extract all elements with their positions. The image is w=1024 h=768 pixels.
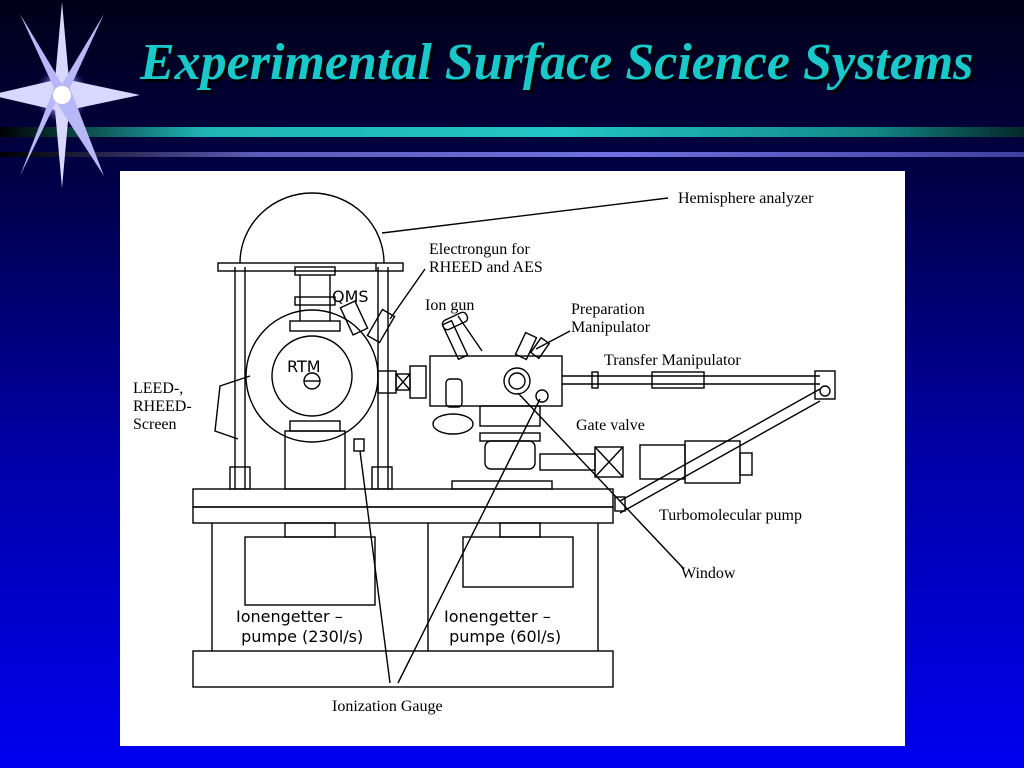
title-underline-violet — [0, 152, 1024, 157]
label-electron-gun: Electrongun for RHEED and AES — [429, 241, 543, 276]
label-turbomolecular-pump: Turbomolecular pump — [659, 507, 802, 524]
gate-valve-turbo-pump — [539, 440, 753, 484]
transfer-manipulator — [562, 370, 836, 514]
label-leed-rheed-screen: LEED-, RHEED- Screen — [133, 380, 192, 433]
diagram-panel: Hemisphere analyzer Electrongun for RHEE… — [120, 171, 905, 746]
leader-lines — [359, 197, 685, 684]
label-preparation-manipulator: Preparation Manipulator — [571, 301, 651, 336]
uhv-apparatus-drawing — [192, 192, 836, 688]
label-rtm: RTM — [287, 357, 321, 376]
label-ion-gun: Ion gun — [425, 297, 475, 314]
support-table — [192, 488, 614, 688]
label-qms: QMS — [332, 287, 369, 306]
label-ion-pump-230: Ionengetter – pumpe (230l/s) — [236, 607, 364, 646]
preparation-chamber — [377, 311, 563, 490]
ion-getter-pump-left — [244, 522, 376, 606]
title-underline-cyan — [0, 127, 1024, 137]
slide-title: Experimental Surface Science Systems — [140, 34, 974, 91]
main-chamber — [214, 192, 404, 490]
label-transfer-manipulator: Transfer Manipulator — [604, 352, 741, 369]
sparkle-star-icon — [0, 2, 140, 188]
label-ion-pump-60: Ionengetter – pumpe (60l/s) — [444, 607, 562, 646]
label-hemisphere-analyzer: Hemisphere analyzer — [678, 190, 814, 207]
label-window: Window — [681, 565, 736, 582]
label-gate-valve: Gate valve — [576, 417, 645, 434]
ion-getter-pump-right — [462, 522, 574, 588]
label-ionization-gauge: Ionization Gauge — [332, 698, 443, 715]
